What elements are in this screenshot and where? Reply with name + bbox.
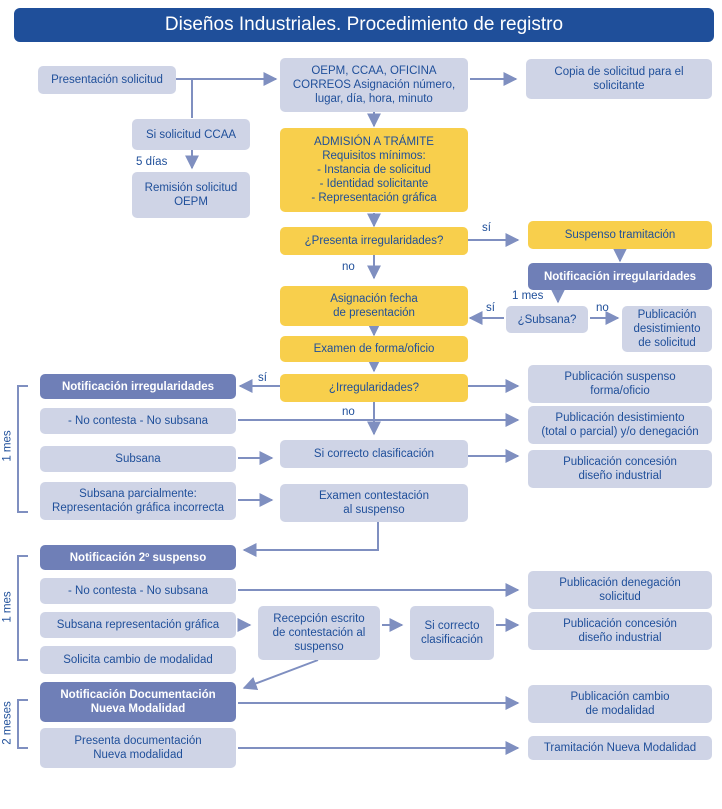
publicacion-denegacion-box: Publicación denegación solicitud xyxy=(528,571,712,609)
un-mes-label-b: 1 mes xyxy=(2,591,14,622)
examen-contestacion-box: Examen contestación al suspenso xyxy=(280,484,468,522)
si-solicitud-ccaa-box: Si solicitud CCAA xyxy=(132,119,250,150)
remision-solicitud-box: Remisión solicitud OEPM xyxy=(132,172,250,218)
recepcion-escrito-box: Recepción escrito de contestación al sus… xyxy=(258,606,380,660)
presenta-documentacion-box: Presenta documentación Nueva modalidad xyxy=(40,728,236,768)
oepm-asignacion-box: OEPM, CCAA, OFICINA CORREOS Asignación n… xyxy=(280,58,468,112)
cinco-dias-label: 5 días xyxy=(136,156,167,168)
publicacion-concesion-box-1: Publicación concesión diseño industrial xyxy=(528,450,712,488)
publicacion-desistimiento-total-box: Publicación desistimiento (total o parci… xyxy=(528,406,712,444)
no-label-1: no xyxy=(342,261,355,273)
un-mes-label-a: 1 mes xyxy=(2,430,14,461)
si-label-1: sí xyxy=(482,222,491,234)
publicacion-desistimiento-solicitud-box: Publicación desistimiento de solicitud xyxy=(622,306,712,352)
tramitacion-nueva-modalidad-box: Tramitación Nueva Modalidad xyxy=(528,736,712,760)
subsana-question-box: ¿Subsana? xyxy=(506,306,588,333)
presenta-irregularidades-box: ¿Presenta irregularidades? xyxy=(280,227,468,255)
notificacion-irregularidades-box-2: Notificación irregularidades xyxy=(40,374,236,399)
solicita-cambio-modalidad-box: Solicita cambio de modalidad xyxy=(40,646,236,674)
publicacion-concesion-box-2: Publicación concesión diseño industrial xyxy=(528,612,712,650)
irregularidades-question-box: ¿Irregularidades? xyxy=(280,374,468,402)
bracket-2-meses xyxy=(18,700,28,748)
subsana-parcialmente-box: Subsana parcialmente: Representación grá… xyxy=(40,482,236,520)
copia-solicitud-box: Copia de solicitud para el solicitante xyxy=(526,59,712,99)
subsana-representacion-box: Subsana representación gráfica xyxy=(40,612,236,638)
asignacion-fecha-box: Asignación fecha de presentación xyxy=(280,286,468,326)
examen-forma-box: Examen de forma/oficio xyxy=(280,336,468,362)
arrow-examen-notif2 xyxy=(244,522,378,550)
admision-tramite-box: ADMISIÓN A TRÁMITE Requisitos mínimos: -… xyxy=(280,128,468,212)
dos-meses-label: 2 meses xyxy=(2,701,14,744)
si-correcto-clasificacion-box-2: Si correcto clasificación xyxy=(410,606,494,660)
si-label-2: sí xyxy=(486,302,495,314)
no-label-3: no xyxy=(342,406,355,418)
no-contesta-box-1: - No contesta - No subsana xyxy=(40,408,236,434)
no-contesta-box-2: - No contesta - No subsana xyxy=(40,578,236,604)
suspenso-tramitacion-box: Suspenso tramitación xyxy=(528,221,712,249)
arrow-recepcion-notifdoc xyxy=(244,660,318,688)
notificacion-segundo-suspenso-box: Notificación 2º suspenso xyxy=(40,545,236,570)
subsana-box: Subsana xyxy=(40,446,236,472)
no-label-2: no xyxy=(596,302,609,314)
publicacion-cambio-modalidad-box: Publicación cambio de modalidad xyxy=(528,685,712,723)
bracket-1-mes-a xyxy=(18,386,28,512)
bracket-1-mes-b xyxy=(18,556,28,660)
presentacion-solicitud-box: Presentación solicitud xyxy=(38,66,176,94)
un-mes-label-top: 1 mes xyxy=(512,290,543,302)
si-label-3: sí xyxy=(258,372,267,384)
publicacion-suspenso-box: Publicación suspenso forma/oficio xyxy=(528,365,712,403)
notificacion-documentacion-box: Notificación Documentación Nueva Modalid… xyxy=(40,682,236,722)
si-correcto-clasificacion-box-1: Si correcto clasificación xyxy=(280,440,468,468)
notificacion-irregularidades-box-1: Notificación irregularidades xyxy=(528,263,712,290)
